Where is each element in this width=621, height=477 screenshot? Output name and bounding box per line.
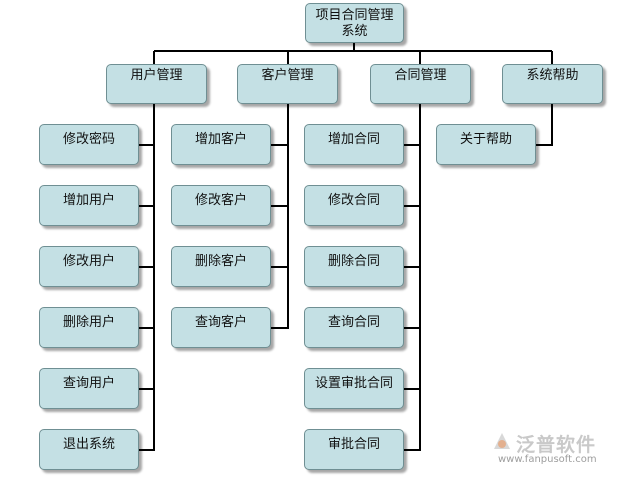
- category-contract-management: 合同管理: [370, 64, 471, 104]
- leaf-change-password: 修改密码: [39, 124, 139, 165]
- leaf-edit-user: 修改用户: [39, 246, 139, 287]
- category-user-management: 用户管理: [106, 64, 207, 104]
- leaf-edit-contract: 修改合同: [304, 185, 404, 226]
- watermark-logo: 泛普软件 www.fanpusoft.com: [490, 428, 616, 470]
- leaf-delete-user: 删除用户: [39, 307, 139, 348]
- leaf-delete-contract: 删除合同: [304, 246, 404, 287]
- leaf-add-user: 增加用户: [39, 185, 139, 226]
- root-node-line2: 系统: [341, 24, 368, 39]
- leaf-set-approval-contract: 设置审批合同: [304, 368, 404, 409]
- leaf-query-customer: 查询客户: [171, 307, 271, 348]
- leaf-approve-contract: 审批合同: [304, 429, 404, 470]
- root-node: 项目合同管理 系统: [305, 3, 404, 43]
- leaf-delete-customer: 删除客户: [171, 246, 271, 287]
- leaf-add-customer: 增加客户: [171, 124, 271, 165]
- category-customer-management: 客户管理: [237, 64, 338, 104]
- watermark-url: www.fanpusoft.com: [498, 454, 597, 465]
- leaf-query-contract: 查询合同: [304, 307, 404, 348]
- watermark-name: 泛普软件: [516, 434, 597, 456]
- category-system-help: 系统帮助: [502, 64, 603, 104]
- root-node-line1: 项目合同管理: [315, 8, 394, 23]
- leaf-query-user: 查询用户: [39, 368, 139, 409]
- leaf-add-contract: 增加合同: [304, 124, 404, 165]
- leaf-exit-system: 退出系统: [39, 429, 139, 470]
- leaf-edit-customer: 修改客户: [171, 185, 271, 226]
- leaf-about-help: 关于帮助: [436, 124, 536, 165]
- logo-mark-icon: [494, 433, 510, 449]
